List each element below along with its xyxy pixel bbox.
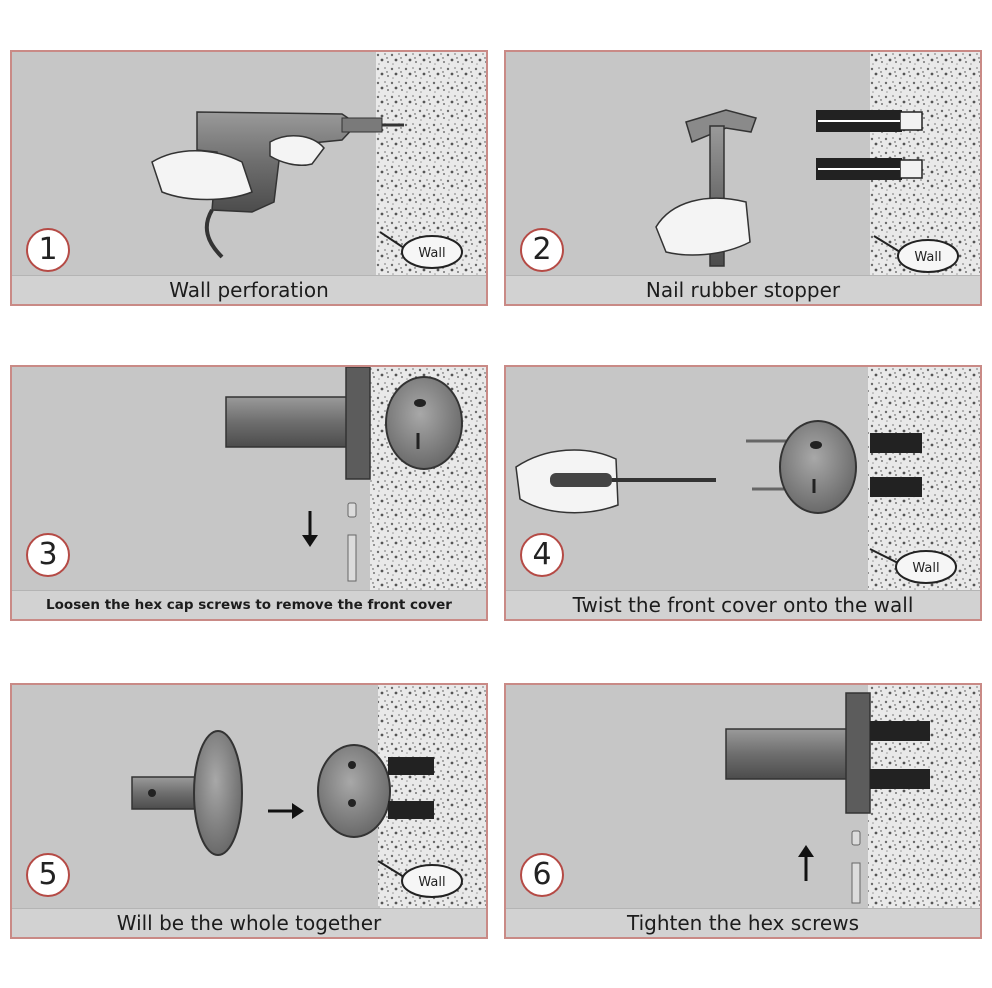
step-6-illustration [725,685,980,911]
arrow-down-icon [302,511,318,547]
step-2-illustration: Wall [655,52,980,278]
holder-bar-icon [131,730,243,856]
front-cover-disc-icon [779,420,857,514]
step-caption: Twist the front cover onto the wall [506,590,980,619]
step-number: 6 [520,853,564,897]
step-number: 2 [520,228,564,272]
step-3-panel: 3 Loosen the hex cap screws to remove th… [10,365,488,621]
wall-label-bubble-icon: Wall [379,231,463,269]
rubber-stopper-icon [816,110,923,180]
step-number: 1 [26,228,70,272]
step-4-panel: Wall 4 Twist the front cover onto the wa… [504,365,982,621]
step-number: 5 [26,853,70,897]
hex-screw-icon [347,502,357,582]
step-caption: Wall perforation [12,275,486,304]
rubber-stopper-icon [388,757,434,819]
drill-icon [151,111,404,259]
step-1-illustration: Wall [151,52,486,278]
step-number: 4 [520,533,564,577]
wall-label-bubble-icon: Wall [873,235,959,273]
step-1-panel: Wall 1 Wall perforation [10,50,488,306]
step-caption: Loosen the hex cap screws to remove the … [12,590,486,619]
step-5-illustration: Wall [131,685,486,911]
wall-label: Wall [912,561,939,576]
arrow-right-icon [268,803,304,819]
step-6-panel: 6 Tighten the hex screws [504,683,982,939]
holder-bar-icon [725,692,871,814]
hex-screw-icon [851,830,861,904]
wall-label: Wall [914,250,941,265]
wall-texture [868,685,980,911]
screwdriver-icon [515,449,716,514]
step-5-panel: Wall 5 Will be the whole together [10,683,488,939]
step-3-illustration [225,367,486,593]
step-caption: Nail rubber stopper [506,275,980,304]
step-2-panel: Wall 2 Nail rubber stopper [504,50,982,306]
step-4-illustration: Wall [515,367,980,593]
rubber-stopper-icon [870,721,930,789]
wall-label-bubble-icon: Wall [377,860,463,898]
wall-label: Wall [418,875,445,890]
step-caption: Tighten the hex screws [506,908,980,937]
step-number: 3 [26,533,70,577]
holder-bar-icon [225,367,371,480]
rubber-stopper-icon [870,433,922,497]
wall-label: Wall [418,246,445,261]
wall-label-bubble-icon: Wall [869,548,957,584]
step-caption: Will be the whole together [12,908,486,937]
front-cover-disc-icon [317,744,391,838]
hammer-icon [655,109,757,267]
arrow-up-icon [798,845,814,881]
front-cover-disc-icon [385,376,463,470]
